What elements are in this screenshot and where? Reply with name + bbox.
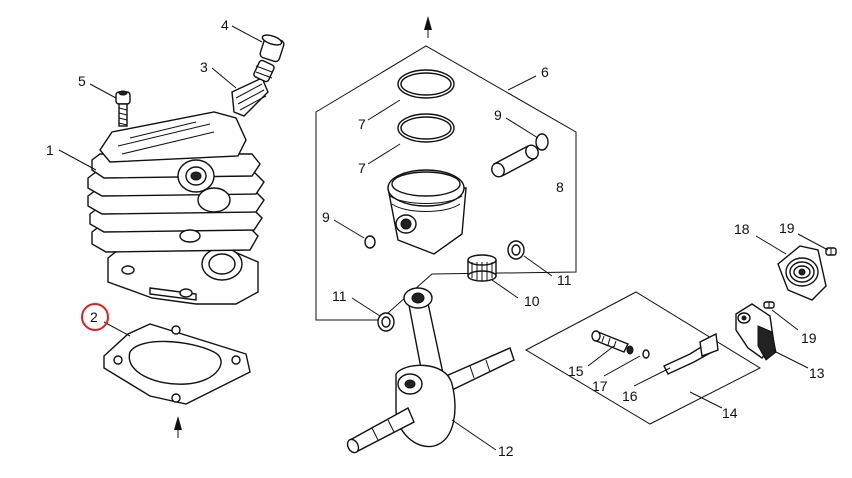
callout-14[interactable]: 14	[722, 405, 738, 421]
circlip-left-part[interactable]	[364, 235, 376, 249]
callout-16[interactable]: 16	[622, 388, 638, 404]
callout-6[interactable]: 6	[541, 64, 549, 80]
callout-13[interactable]: 13	[809, 365, 825, 381]
top-arrow-icon	[424, 16, 432, 38]
crankshaft-part[interactable]	[345, 287, 515, 455]
callout-12[interactable]: 12	[498, 443, 514, 459]
callout-4[interactable]: 4	[221, 17, 229, 33]
oil-suction-hose-part[interactable]	[663, 332, 719, 375]
oil-pump-part[interactable]	[735, 303, 777, 361]
callout-17[interactable]: 17	[592, 378, 608, 394]
thrust-washer-left-part[interactable]	[377, 312, 395, 332]
callout-19a[interactable]: 19	[779, 220, 795, 236]
callout-2-highlight-circle	[81, 303, 109, 331]
callout-5[interactable]: 5	[78, 73, 86, 89]
thrust-washer-right-part[interactable]	[507, 240, 525, 260]
decompression-valve-part[interactable]	[231, 59, 275, 117]
callout-2[interactable]: 2	[90, 309, 98, 325]
callout-1[interactable]: 1	[46, 142, 54, 158]
callout-15[interactable]: 15	[568, 363, 584, 379]
callout-numbers: 1 2 3 4 5 6 7 7 8 9 9 10 11 11 12 13 14 …	[46, 17, 825, 459]
oil-pump-cover-part[interactable]	[777, 245, 827, 301]
leader-lines	[58, 25, 829, 451]
callout-10[interactable]: 10	[524, 293, 540, 309]
callout-3[interactable]: 3	[200, 59, 208, 75]
piston-pin-part[interactable]	[489, 143, 540, 179]
callout-7a[interactable]: 7	[358, 116, 366, 132]
cylinder-screw-part[interactable]	[115, 90, 131, 127]
piston-kit-frame	[315, 45, 577, 321]
cylinder-part[interactable]	[87, 111, 265, 305]
piston-ring-lower-part[interactable]	[397, 113, 455, 143]
callout-11a[interactable]: 11	[557, 272, 572, 288]
screw-19-lower-part[interactable]	[763, 301, 775, 309]
circlip-right-part[interactable]	[535, 133, 549, 151]
callout-11b[interactable]: 11	[332, 288, 347, 304]
oil-hose-seal-part[interactable]	[642, 349, 650, 359]
bottom-arrow-icon	[174, 416, 182, 438]
piston-part[interactable]	[387, 169, 467, 255]
callout-7b[interactable]: 7	[358, 160, 366, 176]
piston-ring-upper-part[interactable]	[397, 69, 455, 99]
screw-19-upper-part[interactable]	[825, 247, 837, 256]
callout-18[interactable]: 18	[734, 221, 750, 237]
oil-filter-part[interactable]	[591, 330, 634, 355]
needle-bearing-part[interactable]	[467, 254, 497, 282]
callout-19b[interactable]: 19	[801, 330, 817, 346]
cylinder-gasket-part[interactable]	[103, 323, 251, 405]
valve-cap-part[interactable]	[259, 33, 285, 63]
oil-pump-kit-frame	[524, 291, 762, 425]
callout-8[interactable]: 8	[556, 179, 564, 195]
callout-9b[interactable]: 9	[322, 209, 330, 225]
callout-9a[interactable]: 9	[494, 107, 502, 123]
